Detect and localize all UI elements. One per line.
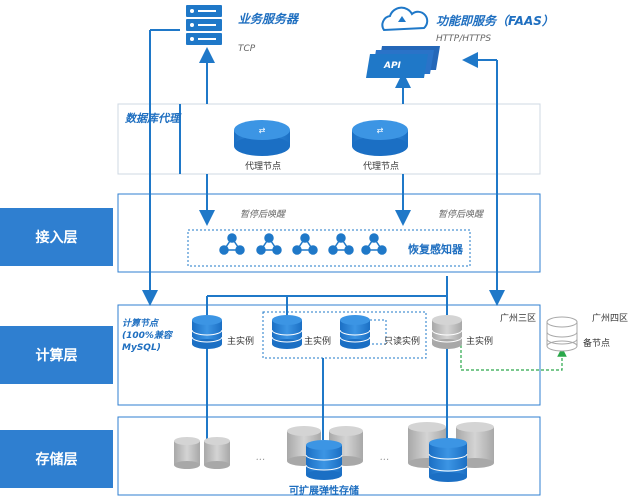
compute-node-title: 计算节点 (100%兼容 MySQL) <box>122 319 172 353</box>
network-icon <box>328 233 354 255</box>
primary-instance-1-label: 主实例 <box>227 337 255 347</box>
proxy-node-left-label: 代理节点 <box>245 162 282 172</box>
proxy-node-icon-right: ⇄ <box>352 120 408 156</box>
cloud-icon <box>381 6 429 32</box>
primary-db-icon-2 <box>271 315 303 349</box>
pause-resume-right-label: 暂停后唤醒 <box>438 210 484 220</box>
zone4-label: 广州四区 <box>592 314 629 324</box>
primary-instance-3-label: 主实例 <box>466 337 494 347</box>
api-label: API <box>384 61 401 71</box>
connector-lines <box>142 29 505 445</box>
tcp-label: TCP <box>238 44 256 54</box>
storage-db-icons <box>174 422 494 482</box>
compute-layer-label: 计算层 <box>0 326 113 384</box>
proxy-node-right-label: 代理节点 <box>363 162 400 172</box>
access-layer-box <box>117 193 541 273</box>
ellipsis-1: ... <box>256 452 266 463</box>
proxy-box <box>117 103 541 175</box>
primary-db-icon-1 <box>191 315 223 349</box>
proxy-node-icon-left: ⇄ <box>234 120 290 156</box>
server-icon <box>186 5 222 45</box>
storage-title: 可扩展弹性存储 <box>289 486 359 497</box>
network-icon <box>256 233 282 255</box>
replication-line <box>460 340 567 371</box>
standby-db-icon <box>546 316 578 352</box>
zone3-label: 广州三区 <box>500 314 537 324</box>
network-icon <box>361 233 387 255</box>
network-icon <box>219 233 245 255</box>
http-label: HTTP/HTTPS <box>436 34 492 44</box>
recovery-sensor-label: 恢复感知器 <box>408 243 463 256</box>
storage-db-blue-1 <box>305 440 343 480</box>
standby-node-label: 备节点 <box>583 339 611 349</box>
readonly-instance-label: 只读实例 <box>384 337 421 347</box>
proxy-title: 数据库代理 <box>125 112 180 125</box>
instance-group-box <box>262 311 427 359</box>
svg-text:⇄: ⇄ <box>377 126 384 135</box>
storage-db-blue-2 <box>428 438 468 482</box>
pause-resume-left-label: 暂停后唤醒 <box>240 210 286 220</box>
ellipsis-2: ... <box>380 452 390 463</box>
primary-db-icon-3 <box>431 315 463 349</box>
recovery-sensor-box <box>187 229 471 267</box>
business-server-label: 业务服务器 <box>238 12 299 26</box>
network-icon <box>292 233 318 255</box>
primary-instance-2-label: 主实例 <box>304 337 332 347</box>
svg-text:⇄: ⇄ <box>259 126 266 135</box>
access-layer-label: 接入层 <box>0 208 113 266</box>
api-icon <box>366 46 440 78</box>
faas-label: 功能即服务（FAAS） <box>436 14 554 28</box>
storage-layer-label: 存储层 <box>0 430 113 488</box>
network-icons <box>219 233 387 255</box>
readonly-db-icon <box>339 315 387 349</box>
compute-layer-box <box>117 304 541 406</box>
